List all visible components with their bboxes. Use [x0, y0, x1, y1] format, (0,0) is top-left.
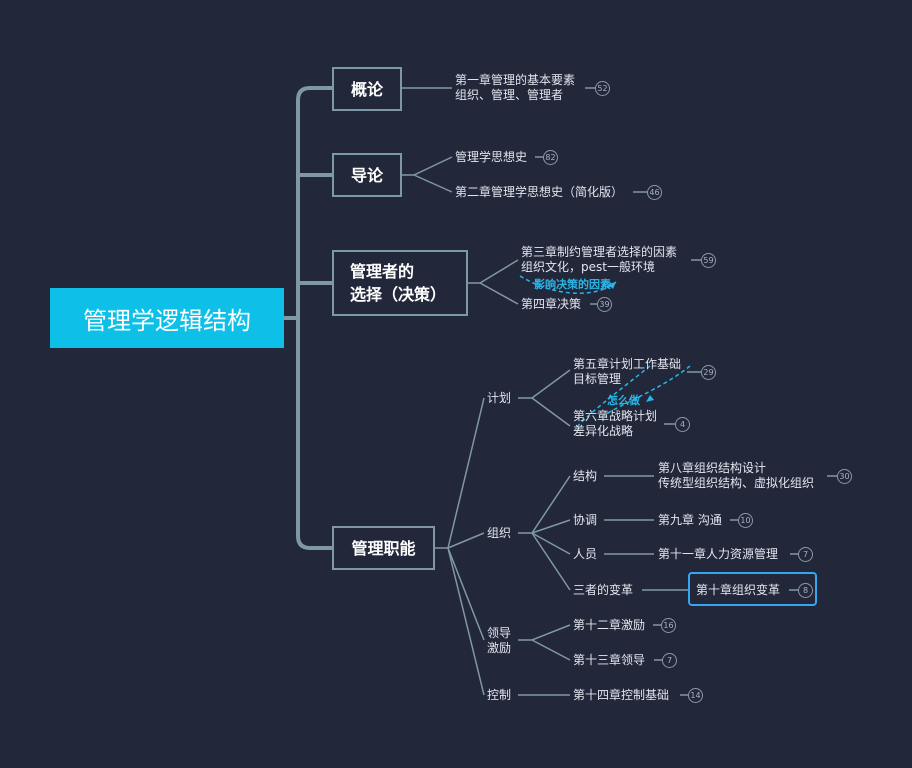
selected-topic-outline[interactable] [688, 572, 817, 606]
count-badge[interactable]: 14 [688, 688, 703, 703]
relation-label-decision-factors[interactable]: 影响决策的因素 [534, 278, 611, 291]
branch-leading[interactable]: 领导激励 [487, 626, 511, 656]
topic-introduction[interactable]: 导论 [332, 153, 402, 197]
subtopic-chapter-8[interactable]: 第八章组织结构设计传统型组织结构、虚拟化组织 [658, 461, 814, 491]
line-2: 传统型组织结构、虚拟化组织 [658, 476, 815, 490]
count-badge[interactable]: 8 [798, 583, 813, 598]
node-coordination[interactable]: 协调 [573, 513, 598, 527]
count-badge[interactable]: 7 [798, 547, 813, 562]
count-badge[interactable]: 39 [597, 297, 612, 312]
topic-manager-choice[interactable]: 管理者的选择（决策） [332, 250, 468, 316]
branch-controlling[interactable]: 控制 [487, 688, 512, 702]
root-topic[interactable]: 管理学逻辑结构 [50, 288, 284, 348]
count-badge[interactable]: 16 [661, 618, 676, 633]
branch-planning[interactable]: 计划 [487, 391, 512, 405]
topic-overview[interactable]: 概论 [332, 67, 402, 111]
topic-management-functions[interactable]: 管理职能 [332, 526, 435, 570]
count-badge[interactable]: 82 [543, 150, 558, 165]
subtopic-chapter-11[interactable]: 第十一章人力资源管理 [658, 547, 779, 561]
node-change[interactable]: 三者的变革 [573, 583, 634, 597]
subtopic-chapter-2[interactable]: 第二章管理学思想史（简化版） [455, 185, 624, 199]
line-2: 组织文化，pest一般环境 [521, 260, 655, 274]
relation-label-how-to[interactable]: 怎么做 [607, 394, 640, 407]
line-1: 第三章制约管理者选择的因素 [521, 245, 678, 259]
subtopic-chapter-3[interactable]: 第三章制约管理者选择的因素组织文化，pest一般环境 [521, 245, 677, 275]
subtopic-chapter-9[interactable]: 第九章 沟通 [658, 513, 722, 527]
subtopic-chapter-5[interactable]: 第五章计划工作基础目标管理 [573, 357, 681, 387]
subtopic-chapter-13[interactable]: 第十三章领导 [573, 653, 646, 667]
subtopic-chapter-10[interactable]: 第十章组织变革 [696, 583, 781, 597]
subtopic-chapter-4[interactable]: 第四章决策 [521, 297, 582, 311]
line-1: 第八章组织结构设计 [658, 461, 767, 475]
line-2: 差异化战略 [573, 424, 634, 438]
count-badge[interactable]: 59 [701, 253, 716, 268]
count-badge[interactable]: 4 [675, 417, 690, 432]
subtopic-chapter-14[interactable]: 第十四章控制基础 [573, 688, 670, 702]
line-1: 第六章战略计划 [573, 409, 658, 423]
line-2: 激励 [487, 641, 512, 655]
subtopic-chapter-1[interactable]: 第一章管理的基本要素组织、管理、管理者 [455, 73, 575, 103]
topic-manager-choice-line-1: 管理者的 [350, 262, 415, 281]
branch-organizing[interactable]: 组织 [487, 526, 512, 540]
line-1: 第五章计划工作基础 [573, 357, 682, 371]
count-badge[interactable]: 10 [738, 513, 753, 528]
subtopic-chapter-6[interactable]: 第六章战略计划差异化战略 [573, 409, 657, 439]
line-2: 组织、管理、管理者 [455, 88, 564, 102]
count-badge[interactable]: 29 [701, 365, 716, 380]
line-2: 目标管理 [573, 372, 622, 386]
subtopic-chapter-12[interactable]: 第十二章激励 [573, 618, 646, 632]
line-1: 第一章管理的基本要素 [455, 73, 576, 87]
count-badge[interactable]: 46 [647, 185, 662, 200]
count-badge[interactable]: 7 [662, 653, 677, 668]
subtopic-management-history[interactable]: 管理学思想史 [455, 150, 528, 164]
count-badge[interactable]: 30 [837, 469, 852, 484]
count-badge[interactable]: 52 [595, 81, 610, 96]
node-structure[interactable]: 结构 [573, 469, 598, 483]
node-staffing[interactable]: 人员 [573, 547, 598, 561]
topic-manager-choice-line-2: 选择（决策） [350, 285, 447, 304]
line-1: 领导 [487, 626, 512, 640]
